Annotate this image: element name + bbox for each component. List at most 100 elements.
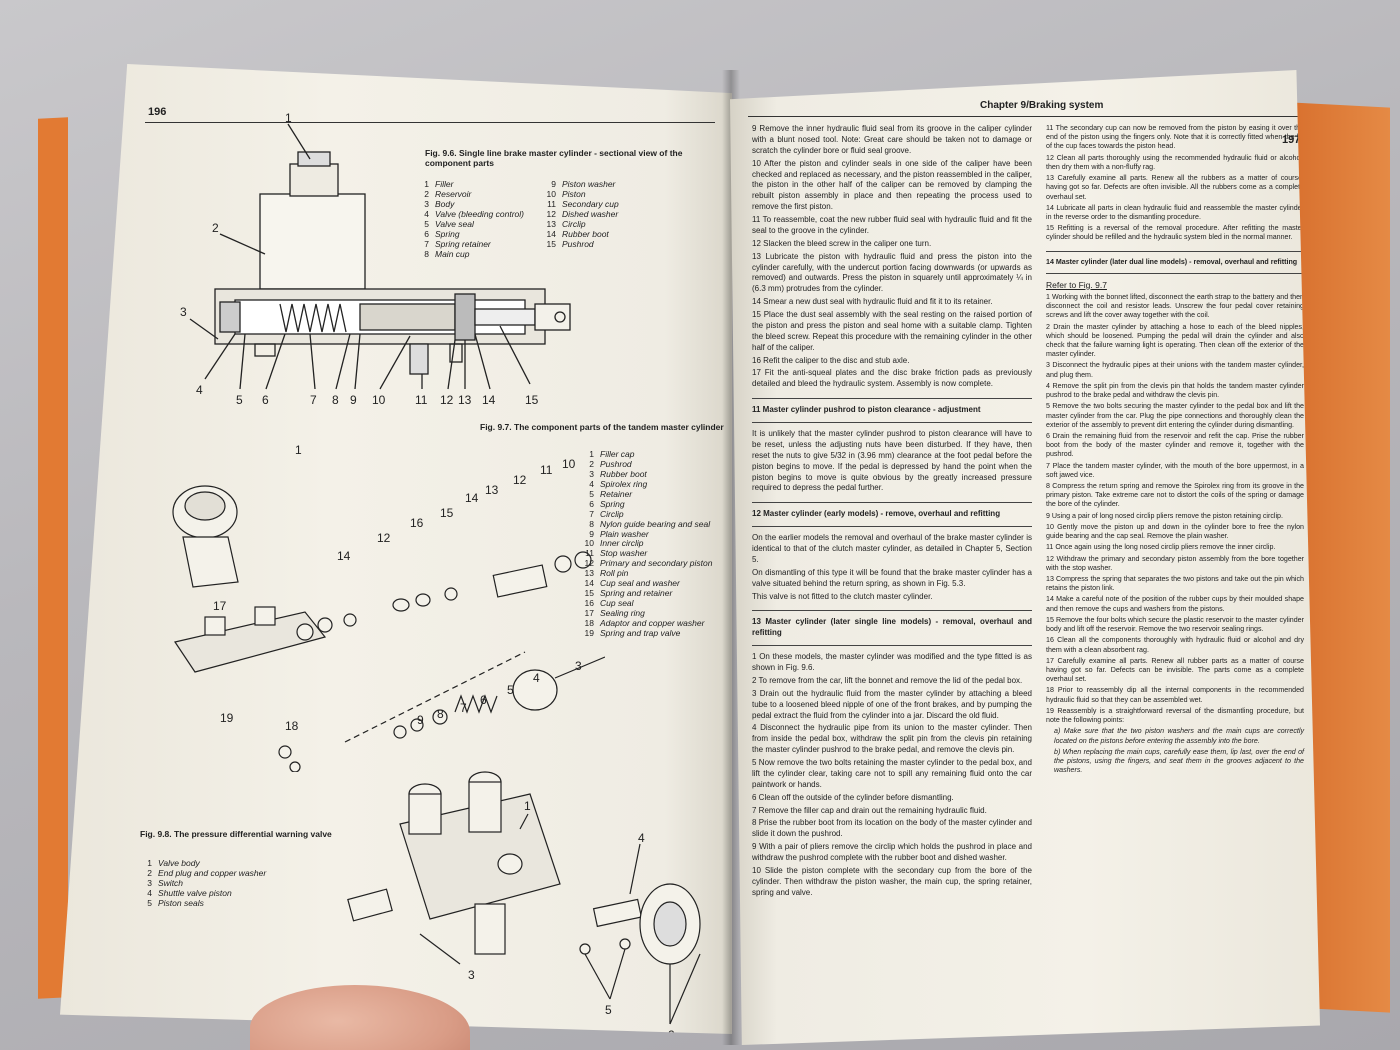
fig-9-7-callout-19: 19 [220,711,234,725]
fig-9-6-diagram: 1 2 3 4 5 6 7 8 9 10 11 12 13 14 15 [180,111,571,407]
paragraph: 2 To remove from the car, lift the bonne… [752,675,1023,685]
paragraph: 9 Remove the inner hydraulic fluid seal … [752,124,1032,155]
fig-9-7-callout-3: 3 [575,659,582,673]
fig-9-7-callout-9: 9 [417,713,424,727]
fig-9-8-caption: Fig. 9.8. The pressure differential warn… [140,829,332,839]
fig-9-7-callout-6: 6 [480,693,487,707]
paragraph: 1 Working with the bonnet lifted, discon… [1046,292,1304,320]
paragraph: 5 Remove the two bolts securing the mast… [1046,402,1304,429]
paragraph: 6 Clean off the outside of the cylinder … [752,792,954,802]
right-header-rule [748,116,1303,117]
fig-9-7-callout-12b: 12 [377,531,391,545]
paragraph: 16 Refit the caliper to the disc and stu… [752,355,910,365]
fig-9-8-callout-1-top: 1 [524,799,531,813]
paragraph: 13 Carefully examine all parts. Renew al… [1046,174,1304,201]
paragraph: 5 Now remove the two bolts retaining the… [752,758,1032,789]
paragraph: 15 Remove the four bolts which secure th… [1046,615,1304,634]
fig-9-7-callout-11: 11 [540,463,553,477]
paragraph: 2 Drain the master cylinder by attaching… [1046,322,1304,359]
paragraph: 19 Reassembly is a straightforward rever… [1046,706,1304,725]
fig-9-7-callout-10: 10 [562,457,576,471]
paragraph: 11 To reassemble, coat the new rubber fl… [752,215,1032,235]
paragraph: It is unlikely that the master cylinder … [752,429,1032,493]
fig-9-7-callout-14: 14 [465,491,479,505]
paragraph: On the earlier models the removal and ov… [752,533,1032,564]
paragraph: 4 Disconnect the hydraulic pipe from its… [752,723,1032,755]
fig-9-6-callout-12: 12 [440,393,454,407]
paragraph: 3 Drain out the hydraulic fluid from the… [752,688,1032,720]
section-13-heading: 13 Master cylinder (later single line mo… [752,610,1032,647]
section-12-heading: 12 Master cylinder (early models) - remo… [752,502,1032,528]
section-14-heading: 14 Master cylinder (later dual line mode… [1046,250,1304,274]
left-page: 196 [60,64,732,1034]
fig-9-7-callout-4: 4 [533,671,540,685]
fig-9-7-callout-7: 7 [460,701,467,715]
paragraph: 9 Using a pair of long nosed circlip pli… [1046,511,1283,520]
book-cover-left-edge [38,117,68,999]
paragraph: 18 Prior to reassembly dip all the inter… [1046,686,1304,704]
fig-9-6-callout-9: 9 [350,393,357,407]
fig-9-6-callout-15: 15 [525,393,539,407]
left-page-number: 196 [148,106,167,118]
paragraph: 9 With a pair of pliers remove the circl… [752,842,1032,862]
fig-9-8-callout-2: 2 [668,1028,675,1034]
fig-9-8-callout-4: 4 [638,831,645,845]
paragraph: 6 Drain the remaining fluid from the res… [1046,431,1304,459]
fig-9-6-caption: Fig. 9.6. Single line brake master cylin… [425,148,683,169]
fig-9-6-callout-2: 2 [212,221,219,235]
paragraph: 10 After the piston and cylinder seals i… [752,158,1032,212]
fig-9-8-callout-5: 5 [605,1003,612,1017]
paragraph: 12 Withdraw the primary and secondary pi… [1046,554,1304,572]
fig-9-8-callout-3: 3 [468,968,475,982]
fig-9-8-diagram: 1 2 3 4 5 [347,771,701,1034]
paragraph: 15 Refitting is a reversal of the remova… [1046,224,1304,242]
fig-9-7-callout-8: 8 [437,707,444,721]
chapter-header: Chapter 9/Braking system [980,100,1104,111]
right-column-2: 11 The secondary cup can now be removed … [1046,124,1304,777]
paragraph: 13 Compress the spring that separates th… [1046,575,1304,593]
paragraph: 17 Carefully examine all parts. Renew al… [1046,656,1304,684]
fig-9-6-callout-1: 1 [285,111,292,125]
left-header-rule [145,122,715,123]
fig-9-6-callout-6: 6 [262,393,269,407]
fig-9-6-callout-5: 5 [236,393,243,407]
paragraph: b) When replacing the main cups, careful… [1054,747,1304,775]
refer-note: Refer to Fig. 9.7 [1046,279,1107,290]
fig-9-7-callout-12: 12 [513,473,527,487]
paragraph: 8 Compress the return spring and remove … [1046,482,1304,509]
fig-9-7-callout-17: 17 [213,599,227,613]
right-page: Chapter 9/Braking system 197 9 Remove th… [730,70,1320,1045]
right-page-number: 197 [1282,134,1301,146]
